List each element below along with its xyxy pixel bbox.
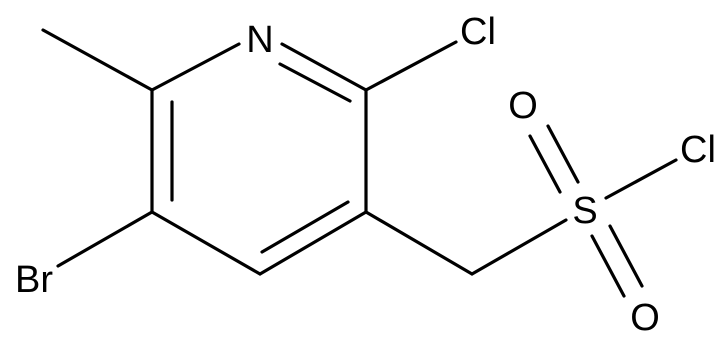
atom-labels: N Cl Br S O O Cl bbox=[15, 11, 716, 339]
bond-s-cl bbox=[604, 158, 678, 200]
atom-sulfur: S bbox=[572, 190, 597, 232]
bond-n1-c2 bbox=[280, 42, 368, 92]
atom-nitrogen: N bbox=[246, 19, 273, 61]
bonds bbox=[41, 28, 678, 298]
atom-chlorine-sulfonyl: Cl bbox=[680, 129, 716, 171]
bond-c3-ch2 bbox=[364, 210, 474, 276]
bond-s-o-upper-a bbox=[528, 134, 562, 194]
bond-c5-br bbox=[56, 210, 154, 268]
atom-bromine: Br bbox=[15, 259, 53, 301]
bond-n1-c2-inner bbox=[278, 62, 352, 103]
bond-methyl-c6 bbox=[41, 28, 154, 92]
bond-c3-c4-inner bbox=[260, 200, 350, 254]
atom-oxygen-upper: O bbox=[508, 85, 538, 127]
atom-chlorine-ring: Cl bbox=[460, 11, 496, 53]
bond-c3-c4 bbox=[258, 210, 368, 276]
atom-oxygen-lower: O bbox=[630, 297, 660, 339]
bond-s-o-upper-b bbox=[546, 124, 580, 184]
bond-ch2-s bbox=[470, 218, 568, 276]
bond-c2-cl bbox=[364, 40, 458, 92]
bond-c4-c5 bbox=[150, 210, 262, 276]
bond-c6-n1 bbox=[150, 42, 241, 92]
bond-s-o-lower-a bbox=[590, 234, 626, 298]
bond-s-o-lower-b bbox=[608, 224, 644, 288]
